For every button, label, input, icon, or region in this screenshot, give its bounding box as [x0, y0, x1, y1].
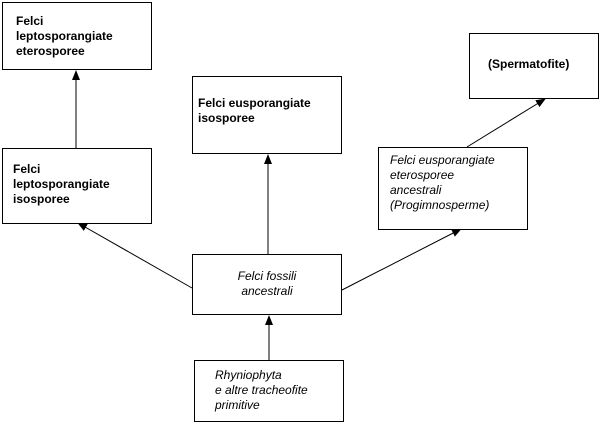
node-leptosporangiate-heterosporous-ferns: Felci leptosporangiate eterosporee	[2, 2, 152, 70]
node-eusporangiate-heterosporous-ancestral-ferns: Felci eusporangiate eterosporee ancestra…	[378, 147, 528, 230]
node-leptosporangiate-isosporous-ferns: Felci leptosporangiate isosporee	[2, 148, 152, 224]
node-eusporangiate-isosporous-ferns: Felci eusporangiate isosporee	[192, 76, 342, 154]
arrow-eusporangiate-heterosporous-to-spermatophytes	[466, 98, 546, 148]
node-label-line: isosporee	[13, 192, 70, 206]
node-label-line: eterosporee	[16, 44, 85, 58]
node-label-line: Felci fossili	[237, 269, 297, 283]
arrow-ancestral-fossil-ferns-to-leptosporangiate-isosporous	[77, 222, 193, 289]
node-label-line: eterosporee	[390, 168, 455, 182]
node-label-line: ancestrali	[241, 284, 293, 298]
node-label-line: Felci	[16, 14, 44, 28]
node-label-line: leptosporangiate	[13, 177, 110, 191]
node-label-line: leptosporangiate	[16, 29, 113, 43]
node-ancestral-fossil-ferns: Felci fossili ancestrali	[192, 254, 342, 315]
node-label-line: ancestrali	[390, 183, 442, 197]
node-label-line: primitive	[215, 398, 260, 412]
node-label-line: (Progimnosperme)	[390, 198, 490, 212]
node-label-line: Felci eusporangiate	[198, 96, 311, 110]
node-label-line: isosporee	[198, 111, 255, 125]
node-label-line: Rhyniophyta	[215, 368, 282, 382]
node-label-line: (Spermatofite)	[488, 57, 570, 71]
node-label-line: e altre tracheofite	[215, 383, 308, 397]
node-label-line: Felci eusporangiate	[390, 153, 495, 167]
node-spermatophytes: (Spermatofite)	[469, 33, 599, 99]
node-label-line: Felci	[13, 162, 41, 176]
arrow-ancestral-fossil-ferns-to-eusporangiate-heterosporous	[341, 228, 462, 291]
node-rhyniophyta-primitive-tracheophytes: Rhyniophyta e altre tracheofite primitiv…	[194, 360, 344, 422]
